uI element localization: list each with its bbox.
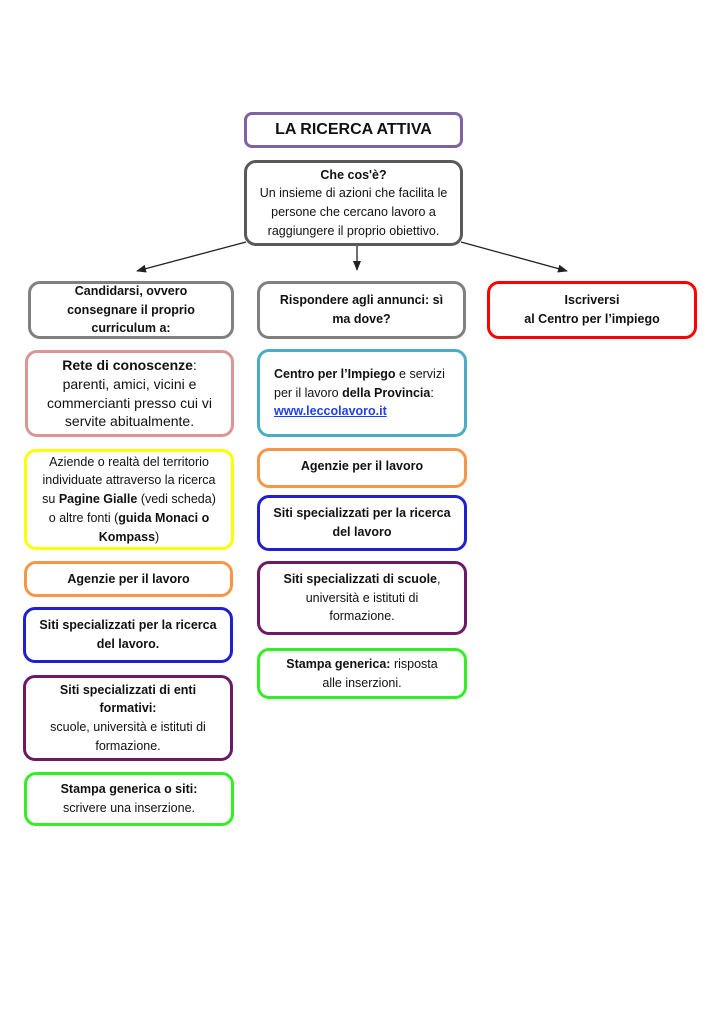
stampa-left-text: Stampa generica o siti: scrivere una ins…: [37, 780, 221, 818]
aziende-pagine-gialle: Pagine Gialle: [58, 492, 138, 507]
centro-provincia-bold: della Provincia: [342, 385, 431, 400]
box-siti-ricerca-left: Siti specializzati per la ricerca del la…: [23, 607, 233, 663]
agenzie-middle-text: Agenzie per il lavoro: [300, 459, 424, 473]
siti-enti-text: scuole, università e istituti di formazi…: [50, 720, 206, 753]
branch-iscriversi-line2: al Centro per l’impiego: [524, 312, 660, 326]
intro-heading: Che cos'è?: [320, 167, 387, 182]
box-agenzie-middle: Agenzie per il lavoro: [257, 448, 467, 488]
branch-iscriversi-line1: Iscriversi: [564, 293, 620, 308]
centro-impiego-text: Centro per l’Impiego e servizi per il la…: [274, 365, 454, 403]
box-stampa-middle: Stampa generica: risposta alle inserzion…: [257, 648, 467, 699]
rete-conoscenze-desc: : parenti, amici, vicini e commercianti …: [47, 356, 212, 430]
stampa-middle-bold: Stampa generica:: [286, 656, 391, 671]
branch-rispondere-text: Rispondere agli annunci: sì ma dove?: [279, 293, 444, 326]
aziende-desc-1: Aziende o realtà del territorio individu…: [42, 454, 216, 507]
aziende-desc-2: (vedi scheda) o altre fonti (: [48, 492, 216, 525]
stampa-left-bold: Stampa generica o siti:: [60, 782, 198, 797]
agenzie-left-text: Agenzie per il lavoro: [67, 572, 190, 586]
stampa-left-desc: scrivere una inserzione.: [62, 801, 195, 815]
box-siti-enti: Siti specializzati di enti formativi: sc…: [23, 675, 233, 761]
branch-candidarsi: Candidarsi, ovvero consegnare il proprio…: [28, 281, 234, 339]
aziende-desc-3: ): [155, 529, 160, 544]
arrow-to-right-branch: [460, 241, 568, 273]
box-agenzie-left: Agenzie per il lavoro: [24, 561, 233, 597]
arrow-to-left-branch: [136, 241, 247, 273]
box-rete-conoscenze: Rete di conoscenze: parenti, amici, vici…: [25, 350, 234, 437]
rete-conoscenze-bold: Rete di conoscenze: [62, 356, 193, 373]
siti-ricerca-middle-text: Siti specializzati per la ricerca del la…: [273, 506, 451, 539]
siti-scuole-bold: Siti specializzati di scuole: [283, 571, 438, 586]
diagram-title: LA RICERCA ATTIVA: [244, 112, 463, 148]
branch-rispondere: Rispondere agli annunci: sì ma dove?: [257, 281, 466, 339]
stampa-middle-desc: risposta alle inserzioni.: [322, 656, 438, 690]
box-siti-ricerca-middle: Siti specializzati per la ricerca del la…: [257, 495, 467, 551]
diagram-title-text: LA RICERCA ATTIVA: [275, 121, 432, 138]
branch-iscriversi: Iscriversi al Centro per l’impiego: [487, 281, 697, 339]
box-centro-impiego: Centro per l’Impiego e servizi per il la…: [257, 349, 467, 437]
siti-ricerca-left-text: Siti specializzati per la ricerca del la…: [39, 618, 217, 651]
box-siti-scuole: Siti specializzati di scuole, università…: [257, 561, 467, 635]
siti-enti-heading: Siti specializzati di enti formativi:: [59, 682, 197, 716]
leccolavoro-link[interactable]: www.leccolavoro.it: [274, 404, 387, 419]
box-aziende: Aziende o realtà del territorio individu…: [24, 449, 234, 550]
rete-conoscenze-text: Rete di conoscenze: parenti, amici, vici…: [38, 356, 221, 432]
aziende-text: Aziende o realtà del territorio individu…: [41, 453, 217, 547]
centro-impiego-desc-2: :: [430, 385, 434, 400]
aziende-guida-monaci: guida Monaci o Kompass: [98, 510, 210, 544]
stampa-middle-text: Stampa generica: risposta alle inserzion…: [278, 655, 446, 693]
centro-impiego-desc-1: e servizi per il lavoro: [274, 366, 445, 400]
siti-scuole-desc: , università e istituti di formazione.: [305, 571, 441, 624]
intro-text: Un insieme di azioni che facilita le per…: [259, 186, 448, 238]
branch-candidarsi-text: Candidarsi, ovvero consegnare il proprio…: [67, 283, 195, 336]
intro-box: Che cos'è? Un insieme di azioni che faci…: [244, 160, 463, 246]
siti-scuole-text: Siti specializzati di scuole, università…: [278, 570, 446, 626]
centro-impiego-bold: Centro per l’Impiego: [274, 366, 396, 381]
box-stampa-left: Stampa generica o siti: scrivere una ins…: [24, 772, 234, 826]
